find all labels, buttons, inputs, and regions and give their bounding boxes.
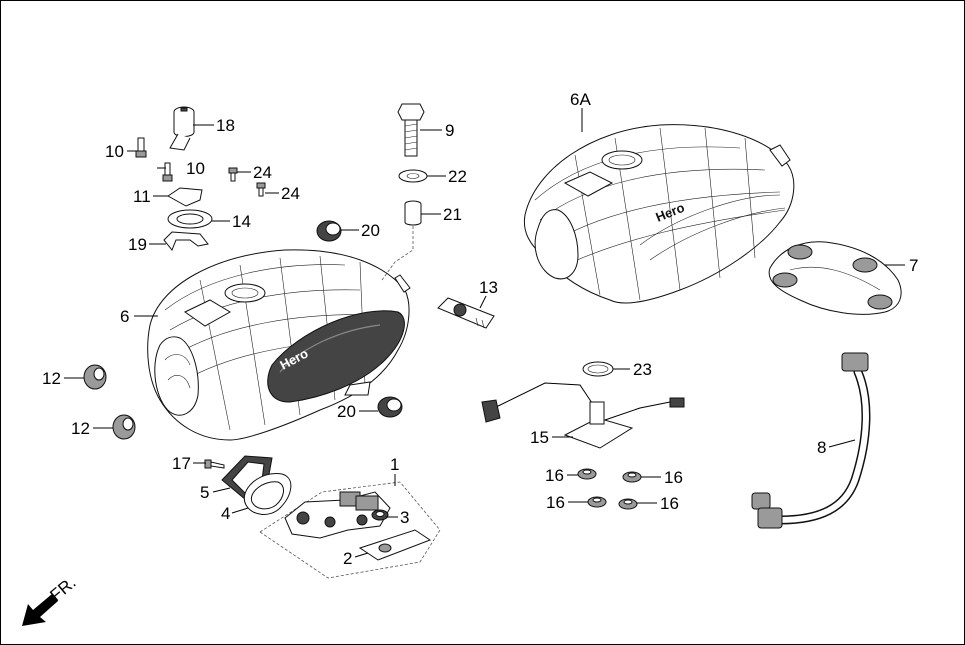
bracket-19 <box>163 231 209 251</box>
label-22: 22 <box>448 167 467 186</box>
o-ring-4 <box>243 473 292 515</box>
screw-24a <box>228 167 238 182</box>
screw-24b <box>256 182 266 197</box>
label-9: 9 <box>445 121 454 140</box>
label-11: 11 <box>133 187 151 206</box>
key-lock-18 <box>169 106 195 151</box>
label-15: 15 <box>530 428 549 447</box>
label-18: 18 <box>216 116 235 135</box>
bolt-9 <box>397 103 425 157</box>
label-12-b: 12 <box>71 419 90 438</box>
label-24-b: 24 <box>281 184 300 203</box>
label-23: 23 <box>633 360 652 379</box>
front-direction-arrow-icon <box>22 594 58 626</box>
label-3: 3 <box>400 508 409 527</box>
label-16-b: 16 <box>664 468 683 487</box>
heat-shield-7 <box>768 241 902 315</box>
screw-10a <box>135 137 147 158</box>
label-20-a: 20 <box>361 221 380 240</box>
collar-21 <box>404 200 422 226</box>
label-21: 21 <box>443 205 462 224</box>
label-16-c: 16 <box>546 493 565 512</box>
screw-17 <box>204 459 225 469</box>
gasket-14 <box>167 209 213 229</box>
label-17: 17 <box>172 454 191 473</box>
label-4: 4 <box>221 504 230 523</box>
label-7: 7 <box>909 256 918 275</box>
leader-lines <box>64 108 905 558</box>
label-10-b: 10 <box>186 159 205 178</box>
label-14: 14 <box>232 212 251 231</box>
nut-16b <box>622 471 642 483</box>
screw-10b <box>162 162 173 182</box>
o-ring-23 <box>582 361 614 377</box>
rubber-20b <box>377 396 403 418</box>
plate-11 <box>167 187 203 207</box>
label-12-a: 12 <box>42 369 61 388</box>
label-2: 2 <box>343 549 352 568</box>
label-1: 1 <box>390 455 399 474</box>
label-16-d: 16 <box>660 494 679 513</box>
fuel-tank-6a: Hero <box>523 124 795 304</box>
rubber-12a <box>83 364 107 390</box>
label-16-a: 16 <box>545 466 564 485</box>
fuel-pump-1 <box>284 491 391 539</box>
label-19: 19 <box>128 235 147 254</box>
label-24-a: 24 <box>253 163 272 182</box>
label-8: 8 <box>817 438 826 457</box>
rubber-20a <box>316 220 342 242</box>
fuel-hose-8 <box>751 352 871 529</box>
fuel-tank-6: Hero <box>147 249 411 441</box>
nut-16d <box>618 498 638 510</box>
label-10-a: 10 <box>105 142 124 161</box>
fuel-level-sensor-15 <box>481 382 685 449</box>
nut-16a <box>577 468 597 480</box>
label-20-b: 20 <box>337 402 356 421</box>
label-6: 6 <box>120 307 129 326</box>
gasket-5 <box>221 455 273 501</box>
washer-22 <box>398 169 428 183</box>
rubber-12b <box>112 414 136 440</box>
label-13: 13 <box>479 278 498 297</box>
label-5: 5 <box>200 483 209 502</box>
pad-13 <box>437 297 495 329</box>
filter-2 <box>358 529 432 561</box>
label-6a: 6A <box>570 90 591 109</box>
nut-16c <box>587 496 607 508</box>
ring-3 <box>371 509 389 521</box>
